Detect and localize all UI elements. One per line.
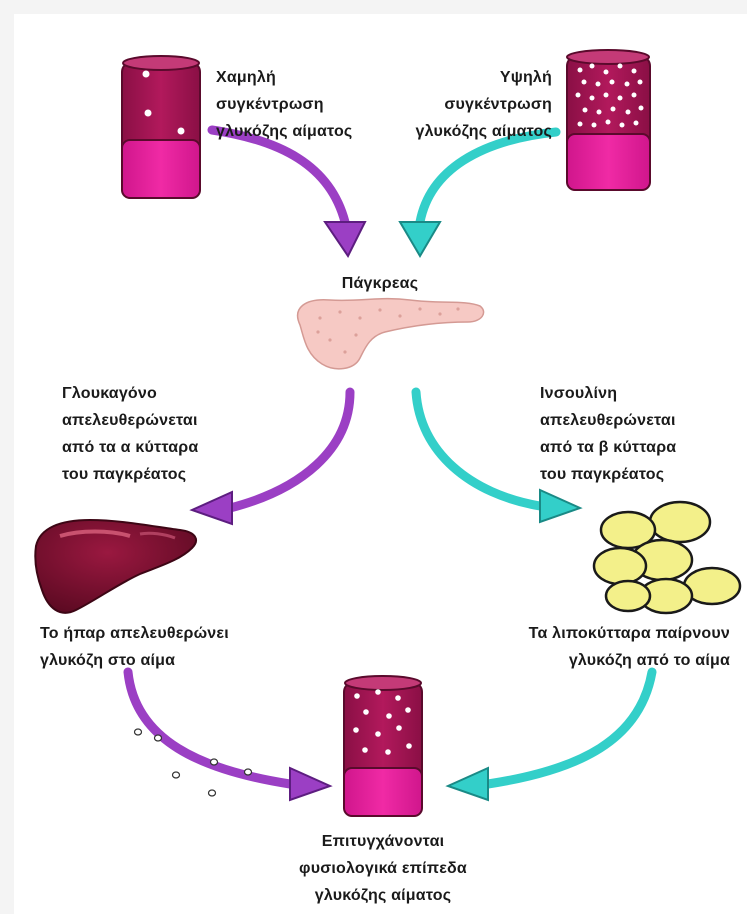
liver-line-2: γλυκόζη στο αίμα — [40, 647, 340, 674]
normal-line-2: φυσιολογικά επίπεδα — [273, 855, 493, 882]
glucagon-line-3: από τα α κύτταρα — [62, 434, 282, 461]
fat-cells-line-1: Τα λιποκύτταρα παίρνουν — [430, 620, 730, 647]
insulin-line-4: του παγκρέατος — [540, 461, 740, 488]
glucagon-line-1: Γλουκαγόνο — [62, 380, 282, 407]
fat-cells-label: Τα λιποκύτταρα παίρνουν γλυκόζη από το α… — [430, 620, 730, 674]
low-glucose-label: Χαμηλή συγκέντρωση γλυκόζης αίματος — [216, 64, 376, 145]
normal-glucose-tube — [344, 676, 422, 816]
liver-label: Το ήπαρ απελευθερώνει γλυκόζη στο αίμα — [40, 620, 340, 674]
arrow-liver-to-normal — [128, 672, 330, 800]
insulin-line-3: από τα β κύτταρα — [540, 434, 740, 461]
liver-line-1: Το ήπαρ απελευθερώνει — [40, 620, 340, 647]
low-glucose-line-1: Χαμηλή — [216, 64, 376, 91]
insulin-label: Ινσουλίνη απελευθερώνεται από τα β κύττα… — [540, 380, 740, 488]
high-glucose-tube — [567, 50, 650, 190]
insulin-line-1: Ινσουλίνη — [540, 380, 740, 407]
high-glucose-line-3: γλυκόζης αίματος — [392, 118, 552, 145]
high-glucose-label: Υψηλή συγκέντρωση γλυκόζης αίματος — [392, 64, 552, 145]
pancreas-label: Πάγκρεας — [310, 270, 450, 297]
high-glucose-line-2: συγκέντρωση — [392, 91, 552, 118]
pancreas-icon — [298, 299, 484, 369]
fat-cells-icon — [594, 502, 740, 613]
high-glucose-line-1: Υψηλή — [392, 64, 552, 91]
arrow-high-to-pancreas — [400, 132, 556, 256]
low-glucose-tube — [122, 56, 200, 198]
fat-cells-line-2: γλυκόζη από το αίμα — [430, 647, 730, 674]
normal-glucose-label: Επιτυγχάνονται φυσιολογικά επίπεδα γλυκό… — [273, 828, 493, 909]
glucagon-line-4: του παγκρέατος — [62, 461, 282, 488]
arrow-fat-to-normal — [448, 672, 652, 800]
insulin-line-2: απελευθερώνεται — [540, 407, 740, 434]
glucagon-label: Γλουκαγόνο απελευθερώνεται από τα α κύττ… — [62, 380, 282, 488]
normal-line-1: Επιτυγχάνονται — [273, 828, 493, 855]
normal-line-3: γλυκόζης αίματος — [273, 882, 493, 909]
glucagon-line-2: απελευθερώνεται — [62, 407, 282, 434]
liver-icon — [35, 520, 196, 613]
arrow-low-to-pancreas — [212, 130, 365, 256]
low-glucose-line-2: συγκέντρωση — [216, 91, 376, 118]
low-glucose-line-3: γλυκόζης αίματος — [216, 118, 376, 145]
